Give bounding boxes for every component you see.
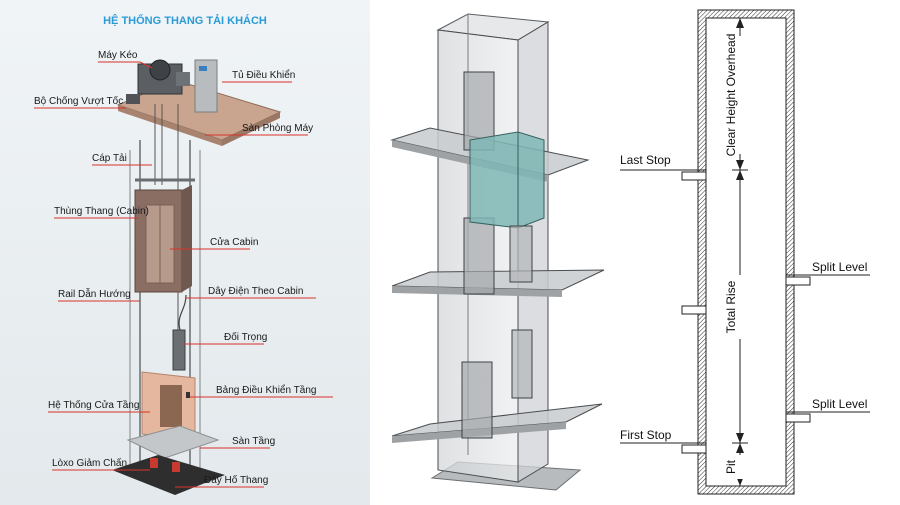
landing-first-stop bbox=[681, 444, 707, 454]
label-pit: Pit bbox=[724, 459, 738, 474]
floor-slab-middle bbox=[391, 269, 605, 291]
travelling-cable bbox=[178, 294, 187, 331]
panel-vietnamese-elevator: HỆ THỐNG THANG TẢI KHÁCH bbox=[0, 0, 370, 505]
control-cabinet bbox=[194, 59, 218, 113]
label-may-keo: Máy Kéo bbox=[98, 50, 138, 61]
landing-intermediate bbox=[681, 305, 707, 315]
label-rail-dan-huong: Rail Dẫn Hướng bbox=[58, 287, 131, 300]
panel1-title: HỆ THỐNG THANG TẢI KHÁCH bbox=[103, 13, 267, 27]
landing-last-stop bbox=[681, 171, 707, 181]
label-clear-height-overhead: Clear Height Overhead bbox=[724, 34, 738, 157]
label-split-level-upper: Split Level bbox=[812, 260, 867, 274]
label-first-stop: First Stop bbox=[620, 428, 672, 442]
label-day-dien-theo-cabin: Dây Điện Theo Cabin bbox=[208, 286, 303, 297]
label-cap-tai: Cáp Tải bbox=[92, 153, 127, 164]
label-split-level-lower: Split Level bbox=[812, 397, 867, 411]
label-last-stop: Last Stop bbox=[620, 153, 671, 167]
machine-room-floor-edge bbox=[118, 105, 222, 146]
label-loxo-giam-chan: Lòxo Giảm Chấn bbox=[52, 457, 127, 469]
label-san-tang: Sàn Tầng bbox=[232, 435, 275, 447]
landing-door-bottom bbox=[461, 361, 493, 439]
label-bo-chong-vuot-toc: Bộ Chống Vượt Tốc bbox=[34, 95, 123, 107]
panel-shaft-section-drawing: Last Stop First Stop Split Level Split L… bbox=[620, 9, 870, 495]
label-thung-thang: Thùng Thang (Cabin) bbox=[54, 206, 149, 217]
overspeed-governor bbox=[126, 94, 140, 104]
panel-3d-glass-shaft bbox=[370, 0, 605, 505]
shaft-interior bbox=[705, 17, 787, 487]
floor-slab-bottom bbox=[391, 403, 603, 437]
landing-floor bbox=[126, 425, 220, 459]
landing-door-middle bbox=[463, 217, 495, 295]
elevator-illustration bbox=[112, 59, 282, 495]
label-bang-dieu-khien-tang: Bảng Điều Khiển Tầng bbox=[216, 384, 316, 396]
label-san-phong-may: Sàn Phòng Máy bbox=[242, 123, 313, 134]
hall-button-panel bbox=[186, 392, 190, 398]
label-he-thong-cua-tang: Hệ Thống Cửa Tầng bbox=[48, 399, 139, 411]
label-cua-cabin: Cửa Cabin bbox=[210, 236, 258, 248]
traction-sheave bbox=[149, 59, 171, 81]
pit-floor bbox=[112, 455, 225, 495]
landing-split-level-upper bbox=[785, 276, 811, 286]
label-doi-trong: Đối Trọng bbox=[224, 331, 267, 343]
landing-split-level-lower bbox=[785, 413, 811, 423]
buffer-spring bbox=[150, 458, 158, 468]
glass-cabin bbox=[469, 131, 545, 229]
label-total-rise: Total Rise bbox=[724, 280, 738, 333]
label-tu-dieu-khien: Tủ Điều Khiển bbox=[232, 69, 295, 81]
label-day-ho-thang: Đáy Hố Thang bbox=[204, 474, 268, 486]
counterweight bbox=[172, 329, 186, 371]
panel1-labels: Máy Kéo Tủ Điều Khiển Bộ Chống Vượt Tốc … bbox=[34, 50, 333, 488]
